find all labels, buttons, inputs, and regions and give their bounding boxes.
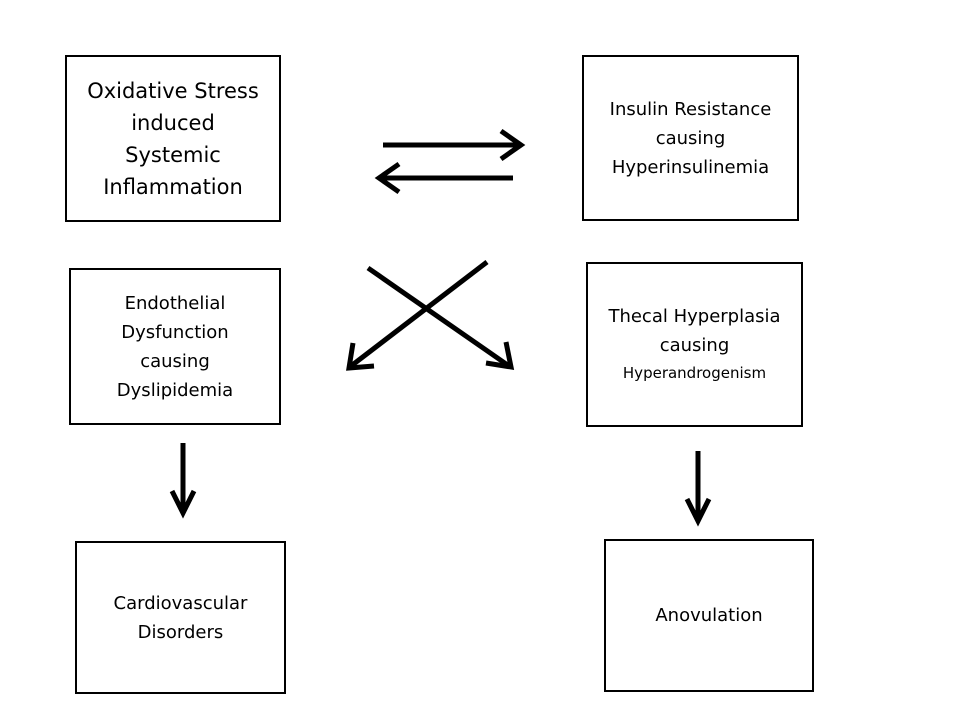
box-text-line: Hyperinsulinemia <box>611 156 770 178</box>
box-text-line: Dyslipidemia <box>116 379 234 401</box>
box-text-line: Oxidative Stress <box>87 78 259 103</box>
insulin-resistance-label: Insulin Resistance causing Hyperinsuline… <box>610 95 772 182</box>
endothelial-dysfunction-box: Endothelial Dysfunction causing Dyslipid… <box>69 268 281 425</box>
arrow-insulin-to-oxidative <box>374 161 513 195</box>
arrow-insulin-to-endothelial <box>346 260 489 371</box>
box-text-line: Anovulation <box>655 605 763 626</box>
box-text-line: induced <box>131 110 215 135</box>
box-text-line: Cardiovascular <box>113 592 248 614</box>
arrow-thecal-to-anovulation <box>684 451 712 527</box>
box-text-line: causing <box>655 127 726 149</box>
box-text-line: Disorders <box>137 621 224 643</box>
box-text-line: Endothelial <box>124 292 226 314</box>
thecal-hyperplasia-box: Thecal Hyperplasia causing Hyperandrogen… <box>586 262 803 427</box>
thecal-hyperplasia-label: Thecal Hyperplasia causing Hyperandrogen… <box>608 302 780 387</box>
cardiovascular-disorders-label: Cardiovascular Disorders <box>114 589 248 647</box>
box-text-line: Hyperandrogenism <box>622 364 767 382</box>
box-text-line: Systemic <box>125 142 221 167</box>
box-text-line: Insulin Resistance <box>609 98 772 120</box>
anovulation-label: Anovulation <box>655 601 762 630</box>
oxidative-stress-label: Oxidative Stress induced Systemic Inflam… <box>87 75 259 203</box>
arrow-oxidative-to-insulin <box>383 128 526 162</box>
arrow-oxidative-to-thecal <box>366 265 515 371</box>
box-text-line: Dysfunction <box>121 321 229 343</box>
endothelial-dysfunction-label: Endothelial Dysfunction causing Dyslipid… <box>117 289 233 405</box>
oxidative-stress-box: Oxidative Stress induced Systemic Inflam… <box>65 55 281 222</box>
arrow-endothelial-to-cardiovascular <box>169 443 197 519</box>
anovulation-box: Anovulation <box>604 539 814 692</box>
cardiovascular-disorders-box: Cardiovascular Disorders <box>75 541 286 694</box>
box-text-line: causing <box>659 335 730 356</box>
box-text-line: Thecal Hyperplasia <box>608 306 781 327</box>
box-text-line: Inflammation <box>103 174 243 199</box>
insulin-resistance-box: Insulin Resistance causing Hyperinsuline… <box>582 55 799 221</box>
box-text-line: causing <box>140 350 210 372</box>
